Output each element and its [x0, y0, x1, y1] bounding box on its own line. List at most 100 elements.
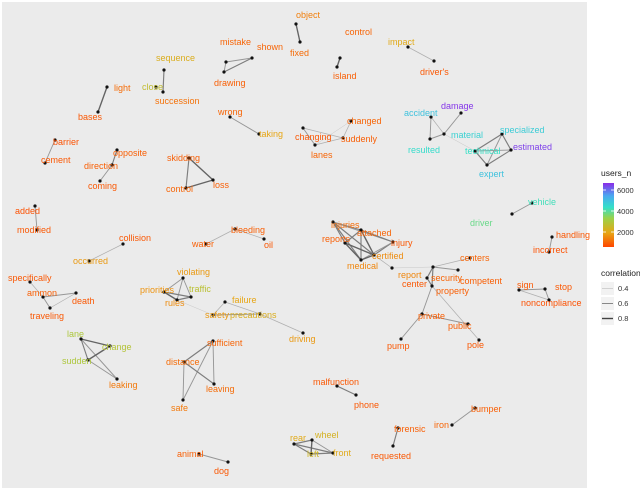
node-point-medical: [359, 258, 363, 262]
node-label-object: object: [296, 10, 321, 20]
node-point-animal: [197, 452, 201, 456]
node-point-safety: [211, 313, 215, 317]
edge-control_mid-loss: [185, 179, 214, 189]
edge-added-modified: [34, 205, 38, 231]
edge-specialized-estimated: [501, 133, 512, 151]
node-point-damage: [459, 111, 463, 115]
node-point-wheel: [310, 438, 314, 442]
edge-mistake-shown: [225, 57, 253, 63]
node-label-handling: handling: [556, 230, 590, 240]
node-label-changing: changing: [295, 132, 332, 142]
node-point-oil: [262, 237, 266, 241]
node-label-driving: driving: [289, 334, 316, 344]
edge-direction-coming: [99, 164, 113, 182]
width-legend-title: correlation: [601, 268, 640, 278]
node-label-precautions: precautions: [230, 310, 277, 320]
node-label-public: public: [448, 321, 472, 331]
edge-security-property: [431, 266, 434, 287]
node-label-dog: dog: [214, 466, 229, 476]
node-label-front: front: [333, 448, 352, 458]
node-label-ammon: ammon: [27, 288, 57, 298]
node-point-object: [294, 22, 298, 26]
node-point-report: [390, 266, 394, 270]
color-tick-label: 4000: [617, 207, 634, 216]
node-label-death: death: [72, 296, 95, 306]
node-point-close: [154, 85, 158, 89]
node-point-wrong: [228, 115, 232, 119]
edge-attached-reports: [344, 229, 362, 244]
node-point-fixed: [298, 40, 302, 44]
node-point-added: [33, 204, 37, 208]
node-label-report: report: [398, 270, 422, 280]
node-label-medical: medical: [347, 261, 378, 271]
node-label-bumper: bumper: [471, 404, 502, 414]
edge-animal-dog: [198, 453, 229, 463]
node-point-property: [430, 284, 434, 288]
edge-private-public: [421, 313, 469, 325]
edge-sufficient-safe: [182, 340, 214, 401]
node-point-control_mid: [184, 186, 188, 190]
color-legend-bar: [603, 183, 614, 247]
edge-lanes-changed: [314, 120, 352, 146]
node-label-competent: competent: [460, 276, 503, 286]
node-label-injury: injury: [391, 238, 413, 248]
edge-mistake-drawing: [223, 61, 227, 73]
node-point-bleeding: [233, 227, 237, 231]
node-label-control_top: control: [345, 27, 372, 37]
node-label-taking: taking: [259, 129, 283, 139]
node-label-driver: driver: [470, 218, 493, 228]
node-point-resulted: [428, 137, 432, 141]
node-label-iron: iron: [434, 420, 449, 430]
node-label-modified: modified: [17, 225, 51, 235]
node-label-island: island: [333, 71, 357, 81]
edge-malfunction-phone: [336, 385, 357, 396]
node-point-collision: [121, 242, 125, 246]
node-label-reports: reports: [322, 234, 351, 244]
node-label-rear: rear: [290, 433, 306, 443]
node-label-leaving: leaving: [206, 384, 235, 394]
edge-property-pole: [431, 285, 480, 341]
node-point-driver: [510, 212, 514, 216]
node-point-injury: [391, 240, 395, 244]
node-point-occurred: [87, 259, 91, 263]
node-label-attached: attached: [357, 228, 392, 238]
node-point-material: [442, 132, 446, 136]
node-point-sudden: [86, 358, 90, 362]
node-label-loss: loss: [213, 180, 230, 190]
node-label-damage: damage: [441, 101, 474, 111]
edge-death-traveling: [49, 292, 77, 309]
node-label-direction: direction: [84, 161, 118, 171]
node-point-left: [309, 452, 313, 456]
node-point-rear: [292, 442, 296, 446]
node-label-bleeding: bleeding: [231, 225, 265, 235]
width-tick-label: 0.6: [618, 299, 628, 308]
node-label-added: added: [15, 206, 40, 216]
node-label-vehicle: vehicle: [528, 197, 556, 207]
node-point-taking: [257, 132, 261, 136]
node-label-cement: cement: [41, 155, 71, 165]
node-point-shown: [250, 56, 254, 60]
edge-skidding-control_mid: [185, 157, 190, 189]
node-point-certified: [372, 253, 376, 257]
node-label-private: private: [418, 311, 445, 321]
edge-attached-injury: [360, 229, 394, 243]
edge-traffic-rules: [176, 296, 192, 301]
node-label-barrier: barrier: [53, 137, 79, 147]
node-point-traveling: [48, 306, 52, 310]
color-tick-label: 6000: [617, 186, 634, 195]
node-label-malfunction: malfunction: [313, 377, 359, 387]
edge-medical-certified: [360, 254, 375, 261]
node-label-sudden: sudden: [62, 356, 92, 366]
node-label-sufficient: sufficient: [207, 338, 243, 348]
node-point-traffic: [189, 295, 193, 299]
node-point-barrier: [53, 138, 57, 142]
edge-lanes-suddenly: [314, 137, 344, 146]
edge-rear-front: [293, 443, 334, 454]
node-point-lanes: [313, 143, 317, 147]
node-point-dog: [226, 460, 230, 464]
edge-reports-medical: [344, 242, 362, 261]
node-point-suddenly: [341, 136, 345, 140]
node-point-cement: [43, 161, 47, 165]
edge-centers-security: [432, 257, 471, 268]
